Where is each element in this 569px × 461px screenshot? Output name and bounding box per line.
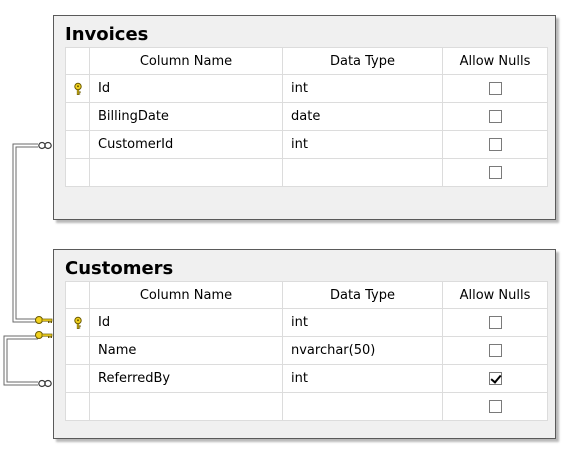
allow-nulls-cell bbox=[442, 102, 548, 131]
data-type-cell[interactable]: int bbox=[282, 308, 443, 337]
relationship-customers-self[interactable] bbox=[3, 335, 38, 386]
table-row[interactable]: Id int bbox=[65, 74, 548, 103]
allow-nulls-checkbox[interactable] bbox=[488, 400, 502, 413]
allow-nulls-checkbox[interactable] bbox=[488, 110, 502, 123]
table-invoices[interactable]: Invoices Column Name Data Type Allow Nul… bbox=[53, 15, 556, 220]
row-selector[interactable] bbox=[65, 392, 90, 421]
column-name-header: Column Name bbox=[89, 47, 283, 75]
allow-nulls-checkbox[interactable] bbox=[488, 166, 502, 179]
column-name-header: Column Name bbox=[89, 281, 283, 309]
row-selector[interactable] bbox=[65, 74, 90, 103]
table-row[interactable]: Name nvarchar(50) bbox=[65, 336, 548, 365]
row-selector[interactable] bbox=[65, 158, 90, 187]
table-row[interactable]: Id int bbox=[65, 308, 548, 337]
row-selector[interactable] bbox=[65, 364, 90, 393]
key-icon bbox=[35, 331, 53, 339]
row-selector[interactable] bbox=[65, 336, 90, 365]
primary-key-icon bbox=[73, 82, 82, 95]
column-name-cell[interactable] bbox=[89, 158, 283, 187]
table-row[interactable]: BillingDate date bbox=[65, 102, 548, 131]
data-type-cell[interactable] bbox=[282, 392, 443, 421]
table-row-new[interactable] bbox=[65, 158, 548, 187]
column-grid: Column Name Data Type Allow Nulls Id int bbox=[65, 281, 548, 421]
allow-nulls-checkbox-checked[interactable] bbox=[488, 372, 502, 385]
column-name-cell[interactable]: BillingDate bbox=[89, 102, 283, 131]
allow-nulls-header: Allow Nulls bbox=[442, 47, 548, 75]
column-name-cell[interactable] bbox=[89, 392, 283, 421]
allow-nulls-cell bbox=[442, 130, 548, 159]
allow-nulls-cell bbox=[442, 364, 548, 393]
data-type-cell[interactable]: int bbox=[282, 130, 443, 159]
allow-nulls-checkbox[interactable] bbox=[488, 316, 502, 329]
column-name-cell[interactable]: Id bbox=[89, 308, 283, 337]
header-row: Column Name Data Type Allow Nulls bbox=[65, 281, 548, 309]
data-type-cell[interactable]: int bbox=[282, 364, 443, 393]
column-name-cell[interactable]: CustomerId bbox=[89, 130, 283, 159]
allow-nulls-checkbox[interactable] bbox=[488, 82, 502, 95]
allow-nulls-cell bbox=[442, 158, 548, 187]
table-title[interactable]: Customers bbox=[65, 258, 174, 279]
allow-nulls-cell bbox=[442, 336, 548, 365]
allow-nulls-checkbox[interactable] bbox=[488, 344, 502, 357]
table-customers[interactable]: Customers Column Name Data Type Allow Nu… bbox=[53, 249, 556, 439]
table-title[interactable]: Invoices bbox=[65, 24, 149, 45]
row-selector-header bbox=[65, 47, 90, 75]
column-name-cell[interactable]: Name bbox=[89, 336, 283, 365]
allow-nulls-checkbox[interactable] bbox=[488, 138, 502, 151]
column-grid: Column Name Data Type Allow Nulls Id int bbox=[65, 47, 548, 187]
data-type-header: Data Type bbox=[282, 47, 443, 75]
table-row-new[interactable] bbox=[65, 392, 548, 421]
data-type-header: Data Type bbox=[282, 281, 443, 309]
allow-nulls-cell bbox=[442, 392, 548, 421]
data-type-cell[interactable]: int bbox=[282, 74, 443, 103]
infinity-icon bbox=[38, 141, 52, 150]
data-type-cell[interactable]: date bbox=[282, 102, 443, 131]
data-type-cell[interactable] bbox=[282, 158, 443, 187]
data-type-cell[interactable]: nvarchar(50) bbox=[282, 336, 443, 365]
row-selector[interactable] bbox=[65, 308, 90, 337]
infinity-icon bbox=[38, 379, 52, 388]
allow-nulls-cell bbox=[442, 308, 548, 337]
table-row[interactable]: CustomerId int bbox=[65, 130, 548, 159]
primary-key-icon bbox=[73, 316, 82, 329]
column-name-cell[interactable]: ReferredBy bbox=[89, 364, 283, 393]
header-row: Column Name Data Type Allow Nulls bbox=[65, 47, 548, 75]
column-name-cell[interactable]: Id bbox=[89, 74, 283, 103]
row-selector-header bbox=[65, 281, 90, 309]
allow-nulls-header: Allow Nulls bbox=[442, 281, 548, 309]
row-selector[interactable] bbox=[65, 102, 90, 131]
relationship-invoices-customers[interactable] bbox=[10, 141, 38, 325]
allow-nulls-cell bbox=[442, 74, 548, 103]
key-icon bbox=[35, 316, 53, 324]
row-selector[interactable] bbox=[65, 130, 90, 159]
table-row[interactable]: ReferredBy int bbox=[65, 364, 548, 393]
